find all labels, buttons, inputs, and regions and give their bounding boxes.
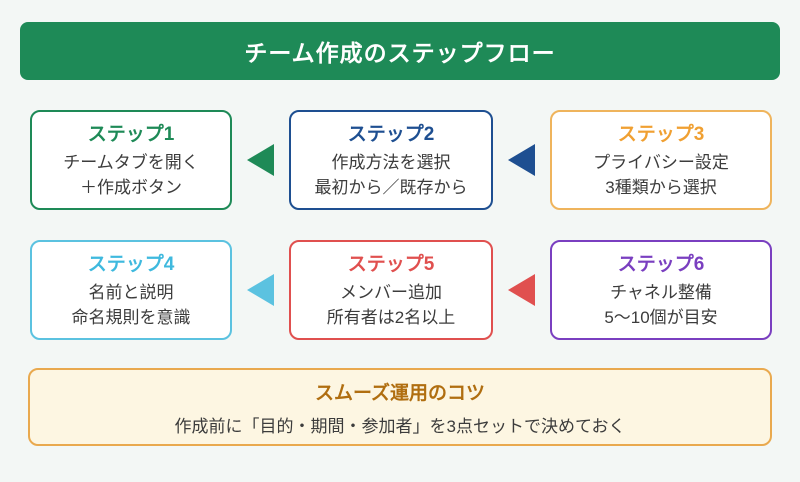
- step-row-1: ステップ1 チームタブを開く ＋作成ボタン ステップ2 作成方法を選択 最初から…: [30, 110, 772, 210]
- step-line: ＋作成ボタン: [80, 178, 182, 197]
- tips-title: スムーズ運用のコツ: [314, 382, 486, 404]
- step-card-2: ステップ2 作成方法を選択 最初から／既存から: [289, 110, 493, 210]
- step-line: 命名規則を意識: [71, 308, 191, 327]
- left-arrow-icon: [508, 144, 535, 176]
- diagram-title-banner: チーム作成のステップフロー: [20, 22, 780, 80]
- step-line: 3種類から選択: [605, 178, 717, 197]
- step-label: ステップ6: [617, 254, 705, 276]
- step-line: 最初から／既存から: [314, 178, 468, 197]
- step-line: 名前と説明: [88, 283, 174, 303]
- tips-box: スムーズ運用のコツ 作成前に「目的・期間・参加者」を3点セットで決めておく: [28, 368, 772, 446]
- step-line: メンバー追加: [340, 283, 442, 303]
- left-arrow-icon: [247, 274, 274, 306]
- step-card-6: ステップ6 チャネル整備 5〜10個が目安: [550, 240, 772, 340]
- step-line: 5〜10個が目安: [604, 308, 718, 327]
- step-label: ステップ1: [87, 124, 175, 146]
- step-card-5: ステップ5 メンバー追加 所有者は2名以上: [289, 240, 493, 340]
- step-label: ステップ4: [87, 254, 175, 276]
- step-line: プライバシー設定: [593, 153, 729, 173]
- arrow-gap: [232, 144, 289, 176]
- step-label: ステップ5: [347, 254, 435, 276]
- left-arrow-icon: [247, 144, 274, 176]
- step-row-2: ステップ4 名前と説明 命名規則を意識 ステップ5 メンバー追加 所有者は2名以…: [30, 240, 772, 340]
- diagram-title: チーム作成のステップフロー: [244, 40, 556, 66]
- step-line: 作成方法を選択: [331, 153, 451, 173]
- arrow-gap: [493, 274, 550, 306]
- step-line: 所有者は2名以上: [326, 308, 456, 327]
- step-label: ステップ2: [347, 124, 435, 146]
- step-line: チャネル整備: [610, 283, 712, 303]
- step-label: ステップ3: [617, 124, 705, 146]
- arrow-gap: [232, 274, 289, 306]
- step-card-1: ステップ1 チームタブを開く ＋作成ボタン: [30, 110, 232, 210]
- arrow-gap: [493, 144, 550, 176]
- tips-body: 作成前に「目的・期間・参加者」を3点セットで決めておく: [174, 416, 626, 436]
- step-card-4: ステップ4 名前と説明 命名規則を意識: [30, 240, 232, 340]
- step-card-3: ステップ3 プライバシー設定 3種類から選択: [550, 110, 772, 210]
- step-line: チームタブを開く: [63, 153, 199, 173]
- left-arrow-icon: [508, 274, 535, 306]
